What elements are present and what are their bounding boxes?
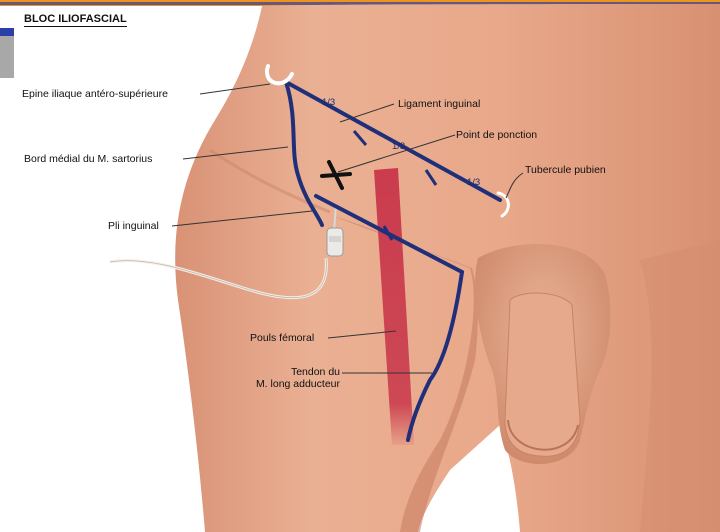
figure-title: BLOC ILIOFASCIAL <box>24 13 127 27</box>
label-pli-inguinal: Pli inguinal <box>108 220 159 232</box>
label-tendon-adducteur: Tendon du M. long adducteur <box>232 366 340 390</box>
label-tendon-line1: Tendon du <box>232 366 340 378</box>
label-bord-medial-sartorius: Bord médial du M. sartorius <box>24 153 152 165</box>
penis-shaft <box>505 293 580 456</box>
label-ligament-inguinal: Ligament inguinal <box>398 98 480 110</box>
segment-label-1: 1/3 <box>322 98 335 108</box>
label-point-ponction: Point de ponction <box>456 129 537 141</box>
segment-label-2: 1/3 <box>392 142 405 152</box>
right-leg-shadow <box>640 240 720 532</box>
label-tendon-line2: M. long adducteur <box>232 378 340 390</box>
label-epine-iliaque: Epine iliaque antéro-supérieure <box>22 88 168 100</box>
body-silhouette <box>175 4 720 532</box>
label-tubercule-pubien: Tubercule pubien <box>525 164 606 176</box>
label-pouls-femoral: Pouls fémoral <box>250 332 314 344</box>
segment-label-3: 1/3 <box>467 178 480 188</box>
